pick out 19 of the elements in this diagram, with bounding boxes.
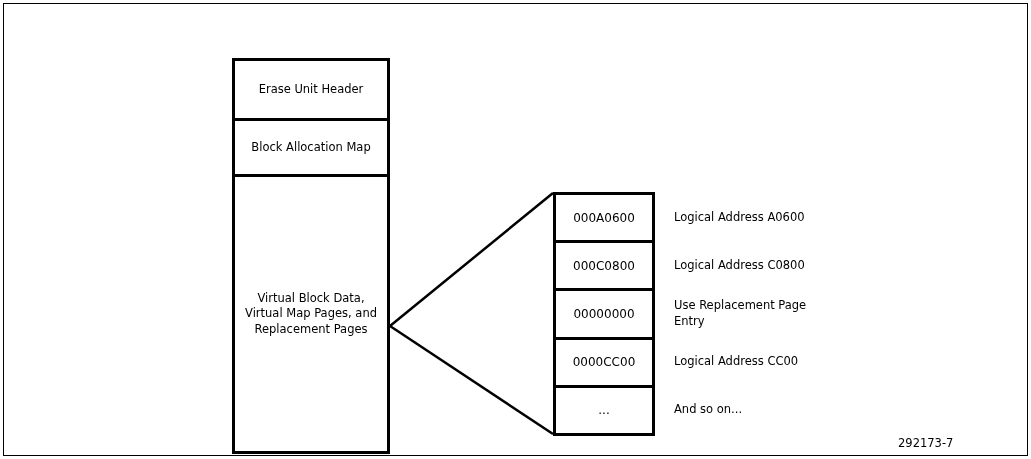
zoom-line: [389, 192, 554, 327]
entry-description: Logical Address A0600: [674, 209, 806, 226]
memory-region-box: [232, 174, 390, 454]
hex-value: 00000000: [573, 305, 635, 323]
hex-value: 000A0600: [573, 209, 635, 226]
zoom-line: [389, 324, 554, 436]
memory-region-box: [232, 118, 390, 177]
memory-region-box: [232, 58, 390, 121]
entry-description: Use Replacement Page Entry: [674, 298, 808, 330]
hex-value: 000C0800: [573, 257, 635, 274]
hex-value: ...: [598, 402, 610, 419]
entry-description: And so on...: [674, 402, 744, 419]
region-label: Virtual Block Data, Virtual Map Pages, and Replacement Pages: [244, 290, 378, 338]
hex-value: 0000CC00: [572, 354, 636, 371]
figure-number: 292173-7: [898, 436, 954, 450]
region-label: Block Allocation Map: [251, 139, 371, 156]
entry-description: Logical Address C0800: [674, 258, 806, 274]
entry-description: Logical Address CC00: [674, 354, 800, 370]
region-label: Erase Unit Header: [258, 81, 364, 98]
